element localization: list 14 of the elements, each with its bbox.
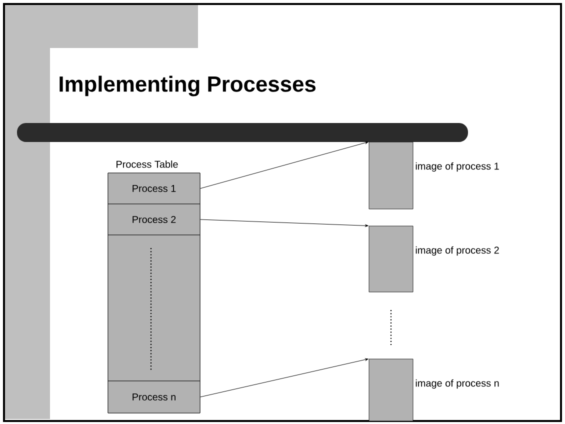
slide-title: Implementing Processes <box>60 76 316 96</box>
arrow <box>200 219 368 227</box>
arrow <box>200 358 368 398</box>
image-label: image of process 2 <box>416 246 499 256</box>
table-row: Process 1 <box>108 172 200 204</box>
arrow <box>200 142 368 189</box>
table-row: Process n <box>108 380 200 414</box>
memory-block <box>368 358 414 422</box>
table-row: Process 2 <box>108 204 200 236</box>
node-label: Process Table <box>116 160 178 168</box>
image-label: image of process n <box>416 379 499 389</box>
memory-block <box>368 142 414 210</box>
image-label: image of process 1 <box>416 162 499 172</box>
memory-block <box>368 226 414 292</box>
